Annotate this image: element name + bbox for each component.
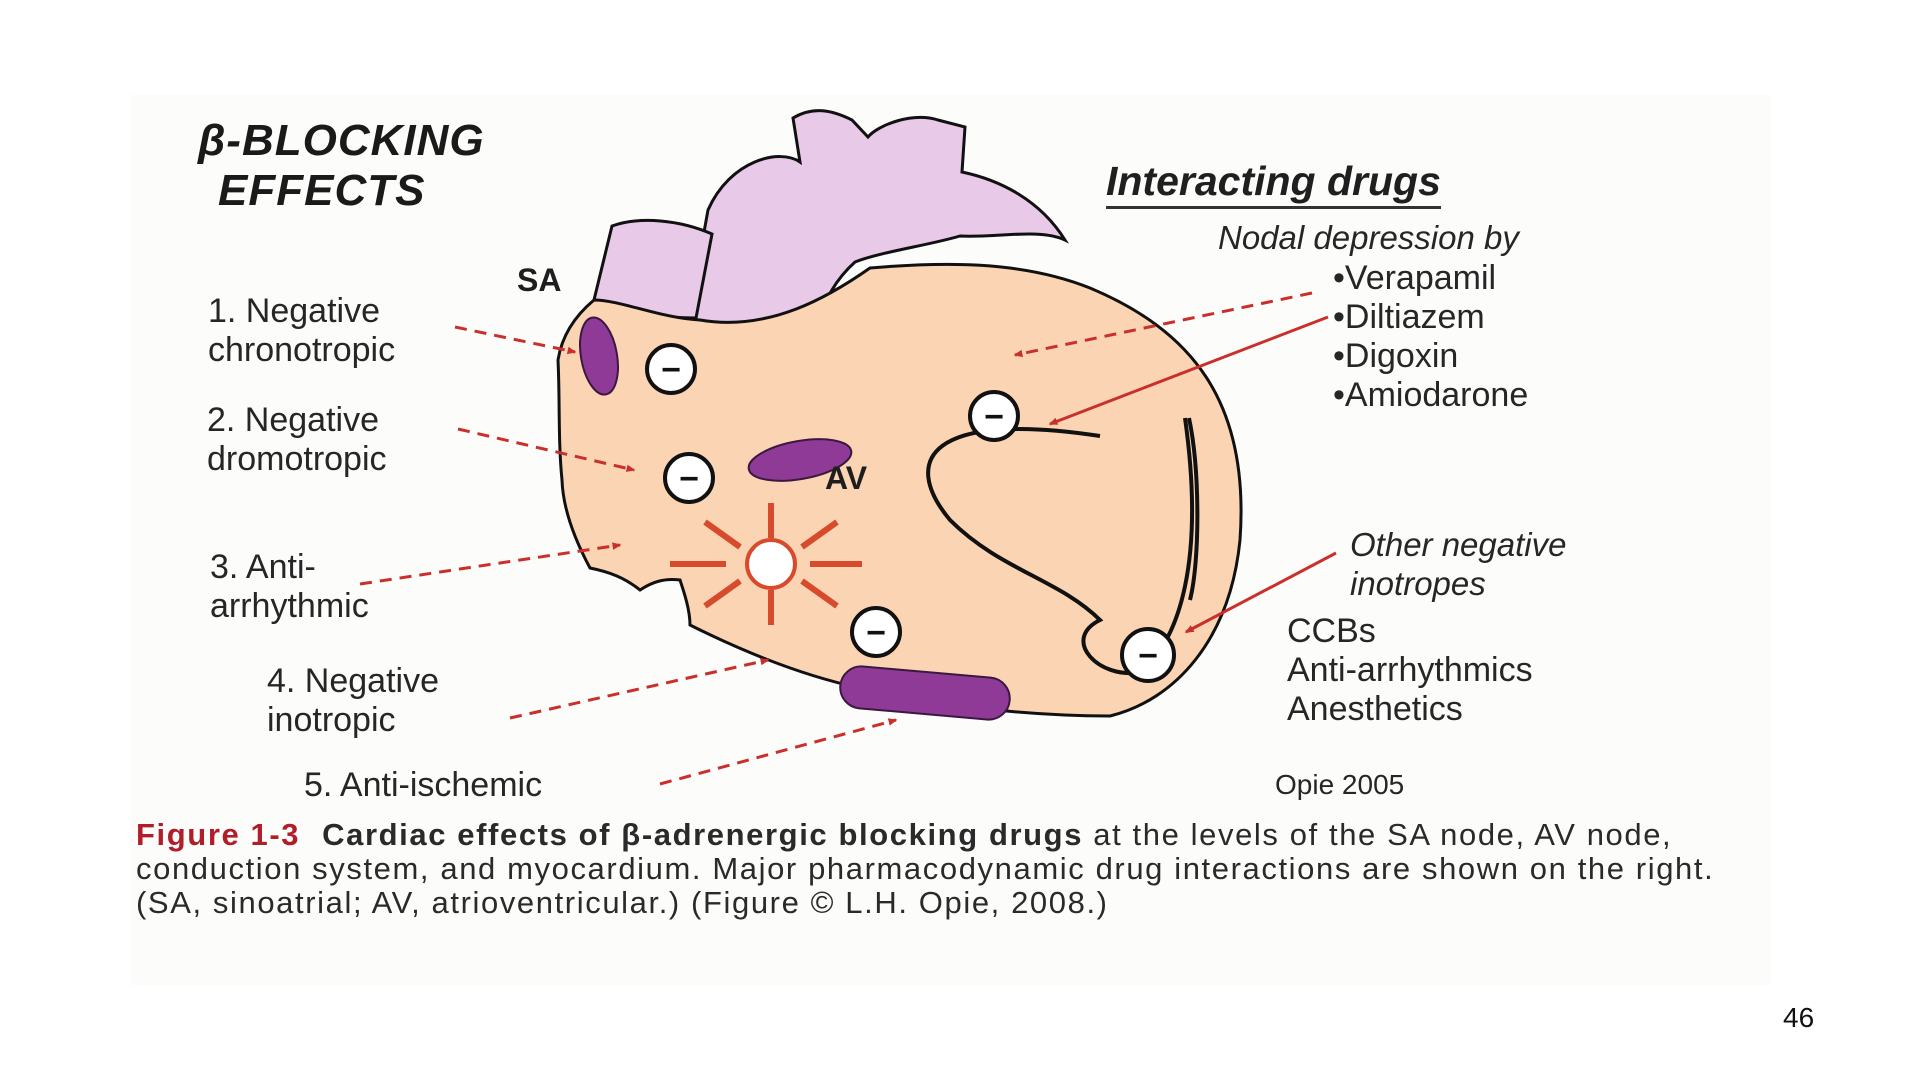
- effect-line: 5. Anti-ischemic: [304, 766, 543, 804]
- list-item: Anti-arrhythmics: [1287, 651, 1533, 689]
- minus-sign: −: [984, 398, 1004, 436]
- arrow-anti-arrhythmic: [359, 542, 622, 586]
- title-line-1: β-BLOCKING: [198, 116, 485, 165]
- effect-negative-dromotropic: 2. Negative dromotropic: [207, 401, 387, 479]
- minus-sign: −: [679, 460, 699, 498]
- inhibition-marker-conduction: −: [850, 606, 902, 658]
- arrow-anti-ischemic: [659, 718, 898, 786]
- list-item: Anesthetics: [1287, 690, 1463, 728]
- inhibition-marker-av: −: [663, 452, 715, 504]
- page-number: 46: [1783, 1002, 1815, 1033]
- other-inotropes-heading: Other negative inotropes: [1350, 525, 1566, 603]
- effect-line: 2. Negative: [207, 401, 379, 439]
- inhibition-marker-atria: −: [968, 390, 1020, 442]
- effect-negative-chronotropic: 1. Negative chronotropic: [208, 292, 395, 370]
- title-line-2: EFFECTS: [218, 166, 426, 215]
- beta-blocking-effects-title: β-BLOCKING EFFECTS: [198, 116, 485, 216]
- minus-sign: −: [1138, 637, 1158, 675]
- figure-caption: Figure 1-3 Cardiac effects of β-adrenergi…: [136, 818, 1726, 920]
- arrow-chronotropic: [454, 325, 577, 355]
- anti-arrhythmic-symbol: [670, 503, 862, 625]
- arrow-other-inotropes: [1184, 551, 1337, 634]
- anti-arrhythmic-center: [745, 538, 797, 590]
- inhibition-marker-sa: −: [645, 343, 697, 395]
- interacting-drugs-title: Interacting drugs: [1106, 159, 1441, 210]
- sa-node-label: SA: [517, 262, 562, 298]
- list-item: •Diltiazem: [1333, 298, 1485, 336]
- myocardium-band: [839, 665, 1011, 721]
- effect-line: 3. Anti-: [210, 548, 316, 586]
- other-inotropes-list: CCBs Anti-arrhythmics Anesthetics: [1287, 612, 1533, 729]
- caption-body: at the levels of the SA node, AV node, c…: [136, 817, 1715, 920]
- av-node: [747, 438, 853, 482]
- list-item: CCBs: [1287, 612, 1376, 650]
- list-item: •Verapamil: [1333, 259, 1497, 297]
- figure-title: Cardiac effects of β-adrenergic blocking…: [322, 817, 1084, 852]
- av-node-label: AV: [825, 460, 868, 496]
- effect-line: chronotropic: [208, 331, 396, 369]
- effect-line: 4. Negative: [267, 662, 439, 700]
- list-item: •Amiodarone: [1333, 376, 1529, 414]
- arrow-inotropic: [509, 657, 770, 720]
- list-item: •Digoxin: [1333, 337, 1459, 375]
- effect-line: arrhythmic: [210, 587, 369, 625]
- inhibition-marker-myocardium: −: [1120, 627, 1176, 683]
- arrow-dromotropic: [457, 427, 636, 472]
- septum-line: [1187, 417, 1200, 601]
- figure-number: Figure 1-3: [136, 817, 301, 852]
- heading-line: Other negative: [1350, 526, 1567, 563]
- effect-line: 1. Negative: [208, 292, 380, 330]
- nodal-drug-list: •Verapamil •Diltiazem •Digoxin •Amiodaro…: [1333, 259, 1528, 415]
- minus-sign: −: [661, 351, 681, 389]
- nodal-depression-heading: Nodal depression by: [1218, 219, 1519, 256]
- arrow-diltiazem: [1048, 315, 1329, 426]
- arrow-verapamil: [1013, 291, 1313, 358]
- figure-credit: Opie 2005: [1275, 769, 1405, 800]
- sa-node: [579, 316, 619, 396]
- ventricle-outline: [926, 417, 1195, 676]
- heart-body: [556, 262, 1243, 718]
- minus-sign: −: [866, 614, 886, 652]
- effect-line: dromotropic: [207, 440, 387, 478]
- effect-anti-arrhythmic: 3. Anti- arrhythmic: [210, 548, 369, 626]
- heading-line: inotropes: [1350, 565, 1486, 602]
- effect-negative-inotropic: 4. Negative inotropic: [267, 662, 439, 740]
- effect-line: inotropic: [267, 701, 396, 739]
- effect-anti-ischemic: 5. Anti-ischemic: [304, 766, 542, 805]
